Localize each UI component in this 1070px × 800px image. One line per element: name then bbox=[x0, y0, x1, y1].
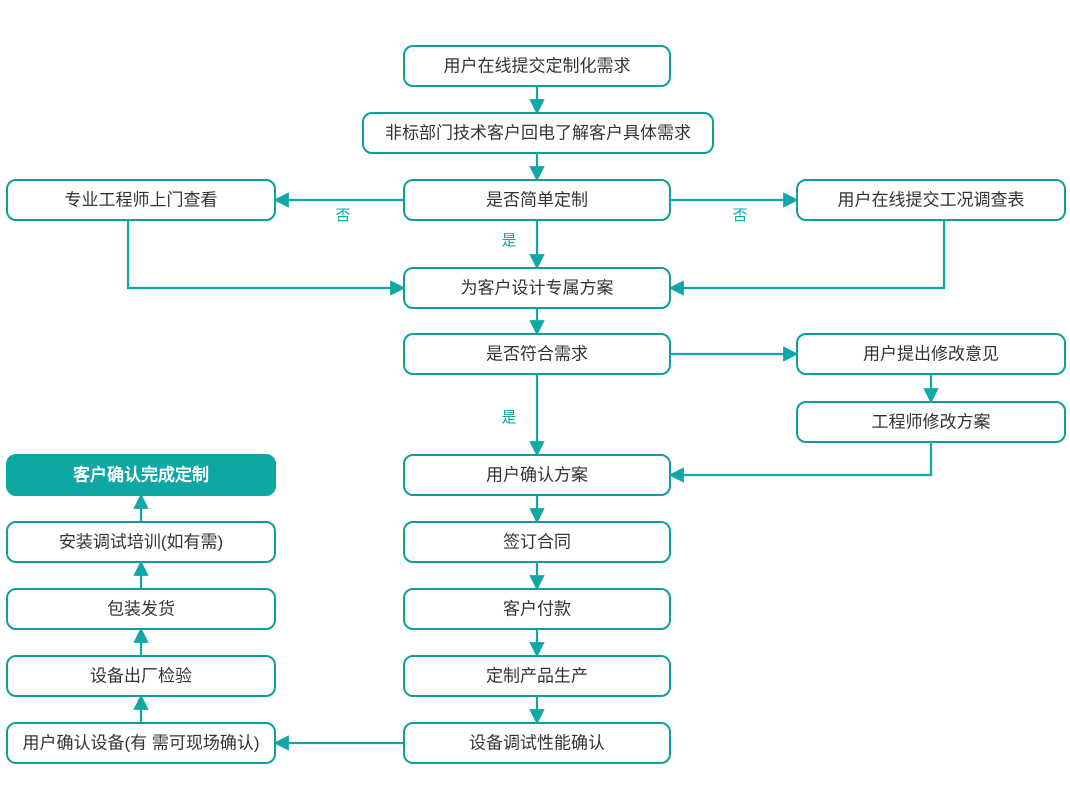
node-label: 用户确认方案 bbox=[486, 465, 588, 484]
node-label: 设备调试性能确认 bbox=[469, 733, 605, 752]
flow-node[interactable]: 工程师修改方案 bbox=[796, 401, 1066, 443]
flow-edge bbox=[668, 220, 946, 296]
edge-label: 否 bbox=[335, 207, 350, 224]
node-box[interactable] bbox=[403, 267, 671, 309]
flow-node[interactable]: 设备出厂检验 bbox=[6, 655, 276, 697]
flow-node[interactable]: 包装发货 bbox=[6, 588, 276, 630]
node-box[interactable] bbox=[403, 45, 671, 87]
flow-node[interactable]: 用户确认方案 bbox=[403, 454, 671, 496]
node-label: 为客户设计专属方案 bbox=[461, 278, 614, 297]
flow-node[interactable]: 用户确认设备(有 需可现场确认) bbox=[6, 722, 276, 764]
node-box[interactable] bbox=[403, 588, 671, 630]
node-box[interactable] bbox=[403, 655, 671, 697]
node-box[interactable] bbox=[796, 179, 1066, 221]
node-label: 是否简单定制 bbox=[486, 190, 588, 209]
flow-node[interactable]: 客户付款 bbox=[403, 588, 671, 630]
node-label: 设备出厂检验 bbox=[90, 666, 192, 685]
flow-node[interactable]: 专业工程师上门查看 bbox=[6, 179, 276, 221]
node-box[interactable] bbox=[6, 722, 276, 764]
node-box[interactable] bbox=[6, 655, 276, 697]
flow-node[interactable]: 安装调试培训(如有需) bbox=[6, 521, 276, 563]
node-label: 定制产品生产 bbox=[486, 666, 588, 685]
flow-node[interactable]: 是否符合需求 bbox=[403, 333, 671, 375]
node-label: 包装发货 bbox=[107, 599, 175, 618]
edge-labels-layer: 否否是是 bbox=[335, 207, 747, 426]
flow-node[interactable]: 定制产品生产 bbox=[403, 655, 671, 697]
flow-node[interactable]: 客户确认完成定制 bbox=[6, 454, 276, 496]
node-box[interactable] bbox=[403, 454, 671, 496]
node-box[interactable] bbox=[403, 722, 671, 764]
flow-node[interactable]: 为客户设计专属方案 bbox=[403, 267, 671, 309]
node-label: 是否符合需求 bbox=[486, 344, 588, 363]
node-label: 专业工程师上门查看 bbox=[65, 190, 218, 209]
node-label: 客户确认完成定制 bbox=[72, 464, 209, 484]
node-label: 客户付款 bbox=[503, 599, 571, 618]
flow-node[interactable]: 用户在线提交工况调查表 bbox=[796, 179, 1066, 221]
node-label: 安装调试培训(如有需) bbox=[59, 532, 223, 551]
node-box[interactable] bbox=[6, 179, 276, 221]
edges-layer bbox=[126, 86, 946, 751]
flow-node[interactable]: 用户在线提交定制化需求 bbox=[403, 45, 671, 87]
node-box[interactable] bbox=[796, 333, 1066, 375]
flow-node[interactable]: 设备调试性能确认 bbox=[403, 722, 671, 764]
node-box[interactable] bbox=[6, 588, 276, 630]
flow-node[interactable]: 签订合同 bbox=[403, 521, 671, 563]
node-box[interactable] bbox=[403, 333, 671, 375]
node-box[interactable] bbox=[403, 179, 671, 221]
node-label: 用户在线提交定制化需求 bbox=[444, 56, 631, 75]
node-label: 用户提出修改意见 bbox=[863, 344, 999, 363]
flow-edge bbox=[668, 442, 933, 483]
edge-label: 否 bbox=[732, 207, 747, 224]
node-label: 用户在线提交工况调查表 bbox=[838, 190, 1025, 209]
flow-node[interactable]: 非标部门技术客户回电了解客户具体需求 bbox=[362, 112, 714, 154]
edge-label: 是 bbox=[501, 232, 516, 249]
node-label: 签订合同 bbox=[503, 532, 571, 551]
flow-node[interactable]: 是否简单定制 bbox=[403, 179, 671, 221]
node-label: 用户确认设备(有 需可现场确认) bbox=[22, 733, 259, 752]
node-box[interactable] bbox=[6, 454, 276, 496]
edge-label: 是 bbox=[501, 409, 516, 426]
flow-edge bbox=[126, 220, 406, 296]
flow-node[interactable]: 用户提出修改意见 bbox=[796, 333, 1066, 375]
node-box[interactable] bbox=[362, 112, 714, 154]
node-box[interactable] bbox=[403, 521, 671, 563]
node-label: 工程师修改方案 bbox=[872, 412, 991, 431]
node-box[interactable] bbox=[796, 401, 1066, 443]
node-label: 非标部门技术客户回电了解客户具体需求 bbox=[385, 123, 691, 142]
node-box[interactable] bbox=[6, 521, 276, 563]
